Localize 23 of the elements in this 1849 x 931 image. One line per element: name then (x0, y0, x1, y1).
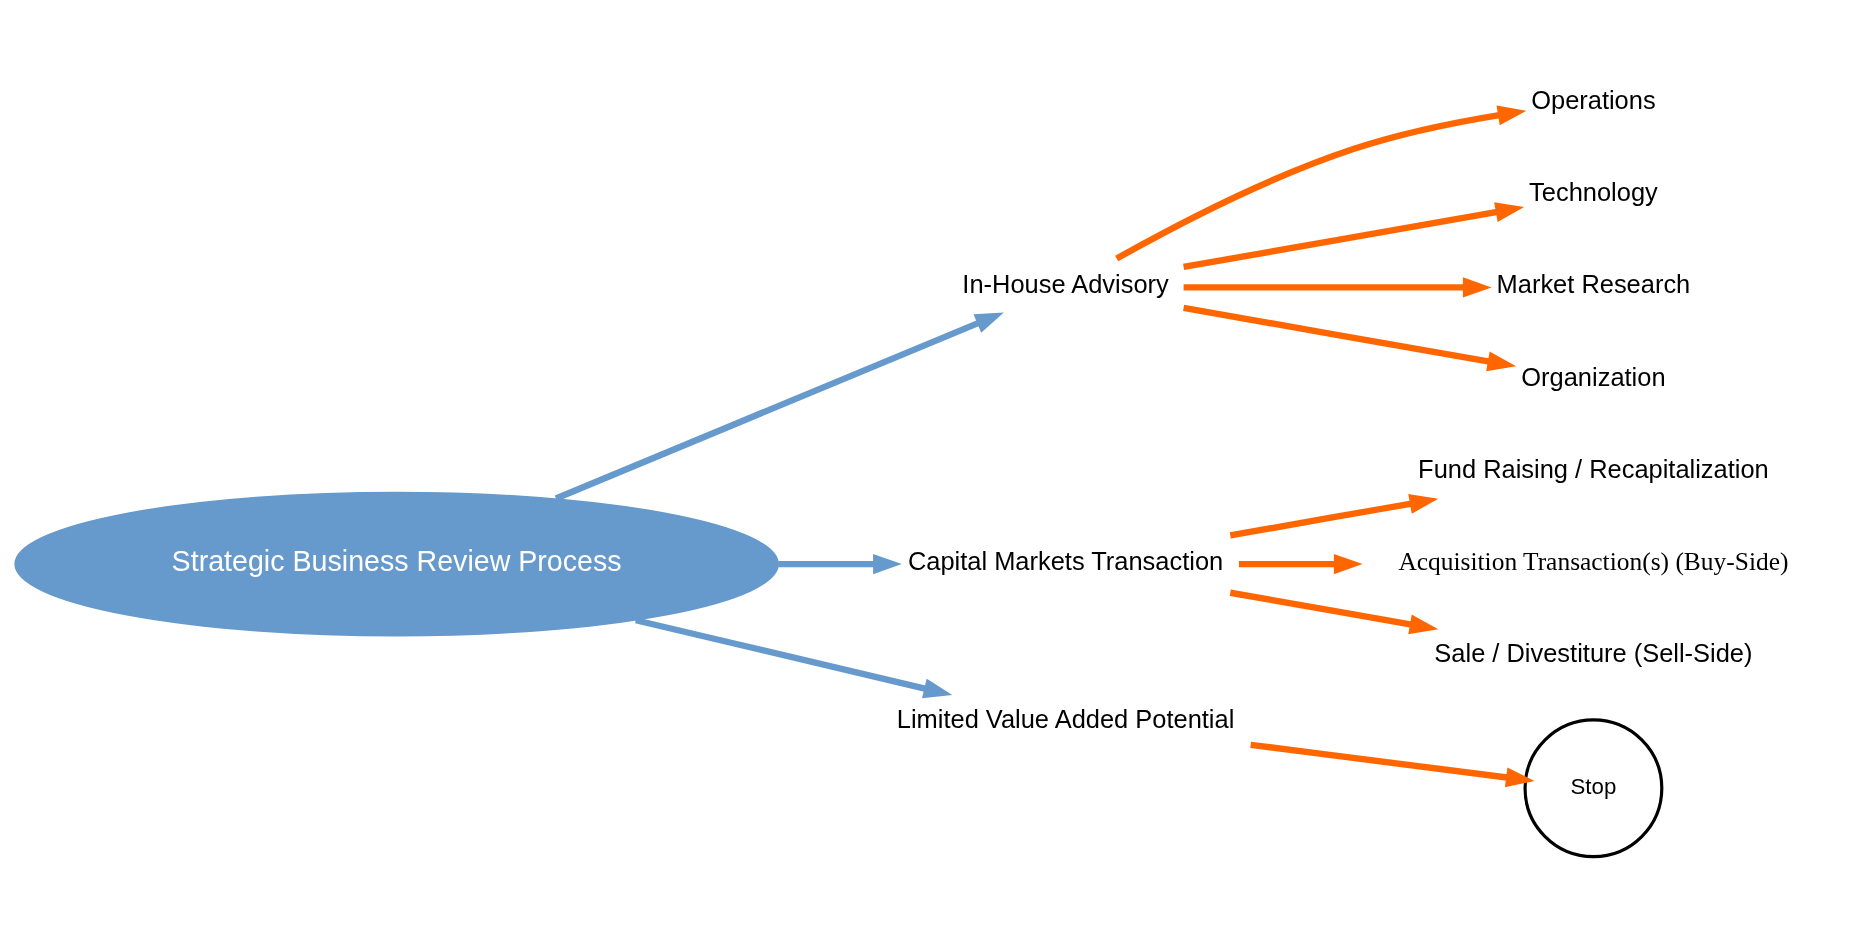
node-text: Organization (1521, 362, 1666, 391)
node-text: Fund Raising / Recapitalization (1418, 454, 1769, 483)
node-text: Limited Value Added Potential (896, 704, 1235, 733)
arrow (1250, 741, 1535, 788)
node-text: Sale / Divestiture (Sell-Side) (1434, 639, 1753, 668)
node-text: Market Research (1496, 270, 1691, 299)
arrow (554, 312, 1004, 502)
arrow (1229, 589, 1439, 635)
arrow (1183, 277, 1492, 298)
arrow (1183, 202, 1525, 271)
node-text: Operations (1531, 86, 1656, 115)
node-text: Acquisition Transaction(s) (Buy-Side) (1398, 547, 1789, 577)
node-text: Technology (1529, 178, 1658, 207)
node-ellipse: Strategic Business Review Process (14, 491, 779, 637)
arrow (778, 554, 902, 575)
node-text: In-House Advisory (962, 270, 1169, 299)
arrow (635, 617, 953, 699)
arrow (1115, 105, 1527, 262)
arrow (1229, 493, 1439, 539)
node-circle: Stop (1523, 718, 1664, 859)
arrow (1238, 554, 1363, 575)
arrow (1183, 304, 1517, 372)
node-text: Capital Markets Transaction (907, 547, 1224, 576)
